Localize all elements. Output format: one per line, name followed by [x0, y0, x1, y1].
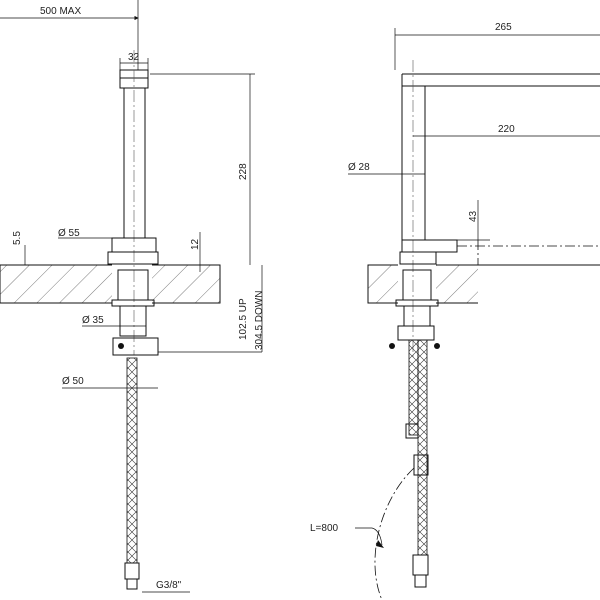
dim-handle-diameter: Ø 28 — [348, 162, 370, 173]
countertop-left — [0, 264, 221, 304]
side-view: 265 220 Ø 28 43 — [310, 22, 600, 600]
dim-deck-offset: 5.5 — [12, 231, 23, 245]
dim-body-height: 228 — [238, 163, 249, 180]
dim-stem-diameter: Ø 35 — [82, 315, 104, 326]
dim-thread-size: G3/8" — [156, 580, 182, 591]
dim-adjust-up: 102.5 UP — [238, 298, 249, 340]
hose-left — [126, 357, 138, 564]
dim-adjust-down: 304.5 DOWN — [254, 291, 265, 350]
dim-overall-length: 265 — [495, 22, 512, 33]
front-view: 500 MAX 32 228 5.5 Ø 55 12 Ø 35 — [0, 0, 265, 593]
dim-base-thickness: 12 — [190, 238, 201, 250]
hose-right-a — [408, 339, 419, 436]
dim-spout-reach: 220 — [498, 124, 515, 135]
dim-max-reach: 500 MAX — [40, 6, 81, 17]
dim-nut-diameter: Ø 50 — [62, 376, 84, 387]
dim-hose-length: L=800 — [310, 523, 339, 534]
dim-handle-height: 43 — [468, 210, 479, 222]
dim-body-diameter: Ø 55 — [58, 228, 80, 239]
hose-right-b — [417, 339, 428, 556]
